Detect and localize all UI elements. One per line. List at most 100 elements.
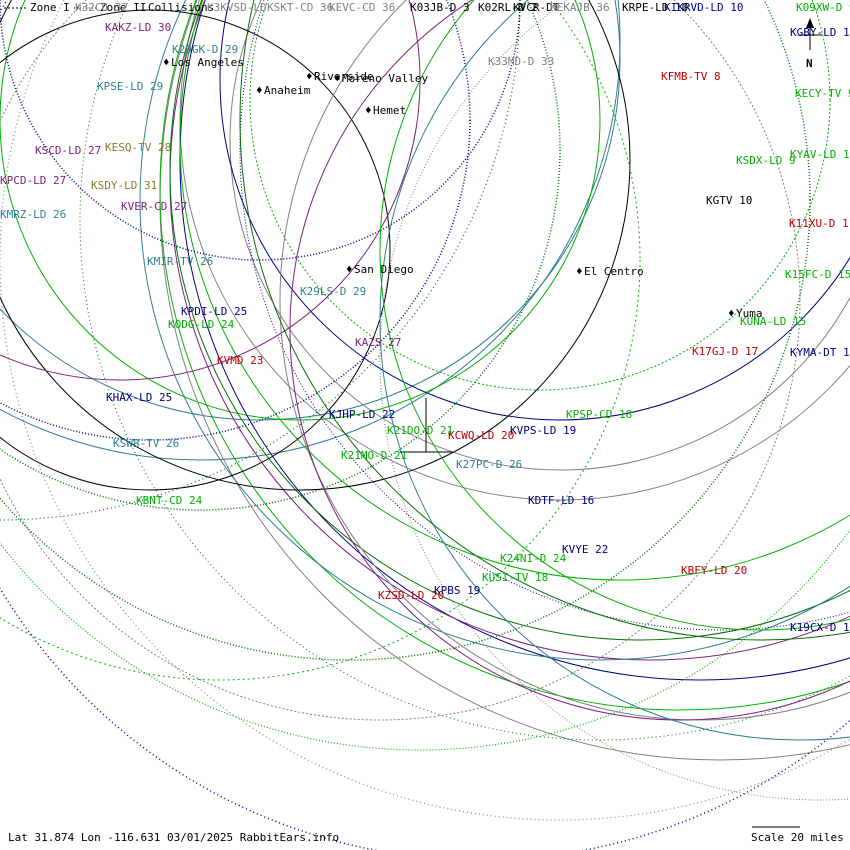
city-label: San Diego <box>354 263 414 276</box>
coverage-arc <box>0 0 471 441</box>
coverage-arc <box>159 0 850 761</box>
station-label[interactable]: KUNA-LD 15 <box>740 315 806 328</box>
station-label[interactable]: K02RL-D 2 <box>478 1 538 14</box>
station-label[interactable]: KGTV 10 <box>706 194 752 207</box>
station-label[interactable]: KPSP-CD 18 <box>566 408 632 421</box>
station-label[interactable]: K03JB-D 3 <box>410 1 470 14</box>
station-label[interactable]: KBFY-LD 20 <box>681 564 747 577</box>
city-label: Anaheim <box>264 84 311 97</box>
city-markers: ♦Los Angeles♦Riverside♦Moreno Valley♦Ana… <box>163 56 763 320</box>
coverage-arc <box>0 0 621 461</box>
coverage-arc <box>0 0 561 511</box>
coverage-arc <box>379 0 850 631</box>
station-label[interactable]: KSKT-CD 36 <box>267 1 333 14</box>
station-label[interactable]: K19CX-D 19 <box>790 621 850 634</box>
station-label[interactable]: K29LS-D 29 <box>300 285 366 298</box>
city-dot-icon: ♦ <box>365 104 372 117</box>
station-label[interactable]: KSDY-LD 31 <box>91 179 157 192</box>
station-label[interactable]: KRPE-LD 10 <box>622 1 688 14</box>
coverage-arc <box>0 0 601 421</box>
city-dot-icon: ♦ <box>346 263 353 276</box>
city-label: Los Angeles <box>171 56 244 69</box>
compass-label: N <box>806 57 813 70</box>
coverage-arc <box>0 0 811 661</box>
station-label[interactable]: K27PC-D 26 <box>456 458 522 471</box>
station-label[interactable]: KGBY-LD 10 <box>790 26 850 39</box>
station-label[interactable]: KVPS-LD 19 <box>510 424 576 437</box>
station-label[interactable]: KEVC-CD 36 <box>329 1 395 14</box>
station-label[interactable]: K29GK-D 29 <box>172 43 238 56</box>
station-label[interactable]: KAKZ-LD 30 <box>105 21 171 34</box>
coverage-arc <box>0 0 850 821</box>
station-label[interactable]: KAZS 27 <box>355 336 401 349</box>
station-label[interactable]: K21MO-D 21 <box>341 449 407 462</box>
station-label[interactable]: KSWB-TV 26 <box>113 437 179 450</box>
footer-scale: Scale 20 miles <box>751 831 844 844</box>
station-label[interactable]: KJHP-LD 22 <box>329 408 395 421</box>
coverage-arc <box>179 0 850 581</box>
city-label: Moreno Valley <box>342 72 428 85</box>
station-label[interactable]: KVMD 23 <box>217 354 263 367</box>
station-label[interactable]: KDTF-LD 16 <box>528 494 594 507</box>
legend: Zone I Zone II Collisions <box>4 1 214 14</box>
station-label[interactable]: KPSE-LD 29 <box>97 80 163 93</box>
coverage-arc <box>0 0 631 491</box>
footer-info: Lat 31.874 Lon -116.631 03/01/2025 Rabbi… <box>8 831 340 844</box>
coverage-arc <box>229 0 850 471</box>
station-label[interactable]: K32CD 32 <box>75 1 128 14</box>
station-label[interactable]: KPBS 19 <box>434 584 480 597</box>
station-label[interactable]: KHAX-LD 25 <box>106 391 172 404</box>
legend-zone2: Zone II <box>100 1 146 14</box>
station-label[interactable]: KZSD-LD 20 <box>378 589 444 602</box>
station-label[interactable]: KYAV-LD 12 <box>790 148 850 161</box>
station-label[interactable]: K21DO-D 21 <box>387 424 453 437</box>
coverage-arc <box>0 0 621 421</box>
station-label[interactable]: KESQ-TV 28 <box>105 141 171 154</box>
station-label[interactable]: KPDI-LD 25 <box>181 305 247 318</box>
station-label[interactable]: KBNT-CD 24 <box>136 494 203 507</box>
station-label[interactable]: K33MD-D 33 <box>488 55 554 68</box>
station-label[interactable]: K3KVSD-LD <box>207 1 267 14</box>
station-label[interactable]: KUSI-TV 18 <box>482 571 548 584</box>
coverage-arc <box>0 0 521 261</box>
station-label[interactable]: KPCD-LD 27 <box>0 174 66 187</box>
coverage-arc <box>159 0 850 711</box>
station-label[interactable]: KODG-LD 24 <box>168 318 235 331</box>
station-label[interactable]: K11XU-D 11 <box>789 217 850 230</box>
coverage-arc <box>219 0 850 421</box>
city-dot-icon: ♦ <box>334 72 341 85</box>
station-label[interactable]: KVYE 22 <box>562 543 608 556</box>
station-label[interactable]: KCWQ-LD 20 <box>448 429 514 442</box>
station-label[interactable]: KSCD-LD 27 <box>35 144 101 157</box>
station-label[interactable]: KIKRVD-LD 10 <box>664 1 743 14</box>
coverage-arc <box>279 0 850 721</box>
city-label: El Centro <box>584 265 644 278</box>
station-label[interactable]: KSDX-LD 9 <box>736 154 796 167</box>
city-dot-icon: ♦ <box>576 265 583 278</box>
station-label[interactable]: KMIR-TV 26 <box>147 255 213 268</box>
coverage-arc <box>139 0 850 661</box>
city-label: Riverside <box>314 70 374 83</box>
coverage-arc <box>0 0 801 721</box>
coverage-arc <box>239 0 850 631</box>
station-label[interactable]: K24NI-D 24 <box>500 552 567 565</box>
station-label[interactable]: KYMA-DT 13 <box>790 346 850 359</box>
station-label[interactable]: KECY-TV 9 <box>795 87 850 100</box>
north-arrow-icon: N <box>798 18 822 70</box>
coverage-arc <box>0 0 641 681</box>
station-label[interactable]: K15FC-D 15 <box>785 268 850 281</box>
legend-collisions: Collisions <box>148 1 214 14</box>
station-label[interactable]: KMRZ-LD 26 <box>0 208 66 221</box>
coverage-arc <box>379 0 850 741</box>
station-label[interactable]: KVCR-DT <box>513 1 560 14</box>
station-label[interactable]: K09XW-D 9 <box>796 1 850 14</box>
station-label[interactable]: K17GJ-D 17 <box>692 345 758 358</box>
station-label[interactable]: KFMB-TV 8 <box>661 70 721 83</box>
city-dot-icon: ♦ <box>163 56 170 69</box>
station-label[interactable]: KEKAJB 36 <box>550 1 610 14</box>
city-dot-icon: ♦ <box>306 70 313 83</box>
station-label[interactable]: KVER-CD 27 <box>121 200 187 213</box>
coverage-arc <box>239 0 850 641</box>
city-label: Yuma <box>736 307 763 320</box>
